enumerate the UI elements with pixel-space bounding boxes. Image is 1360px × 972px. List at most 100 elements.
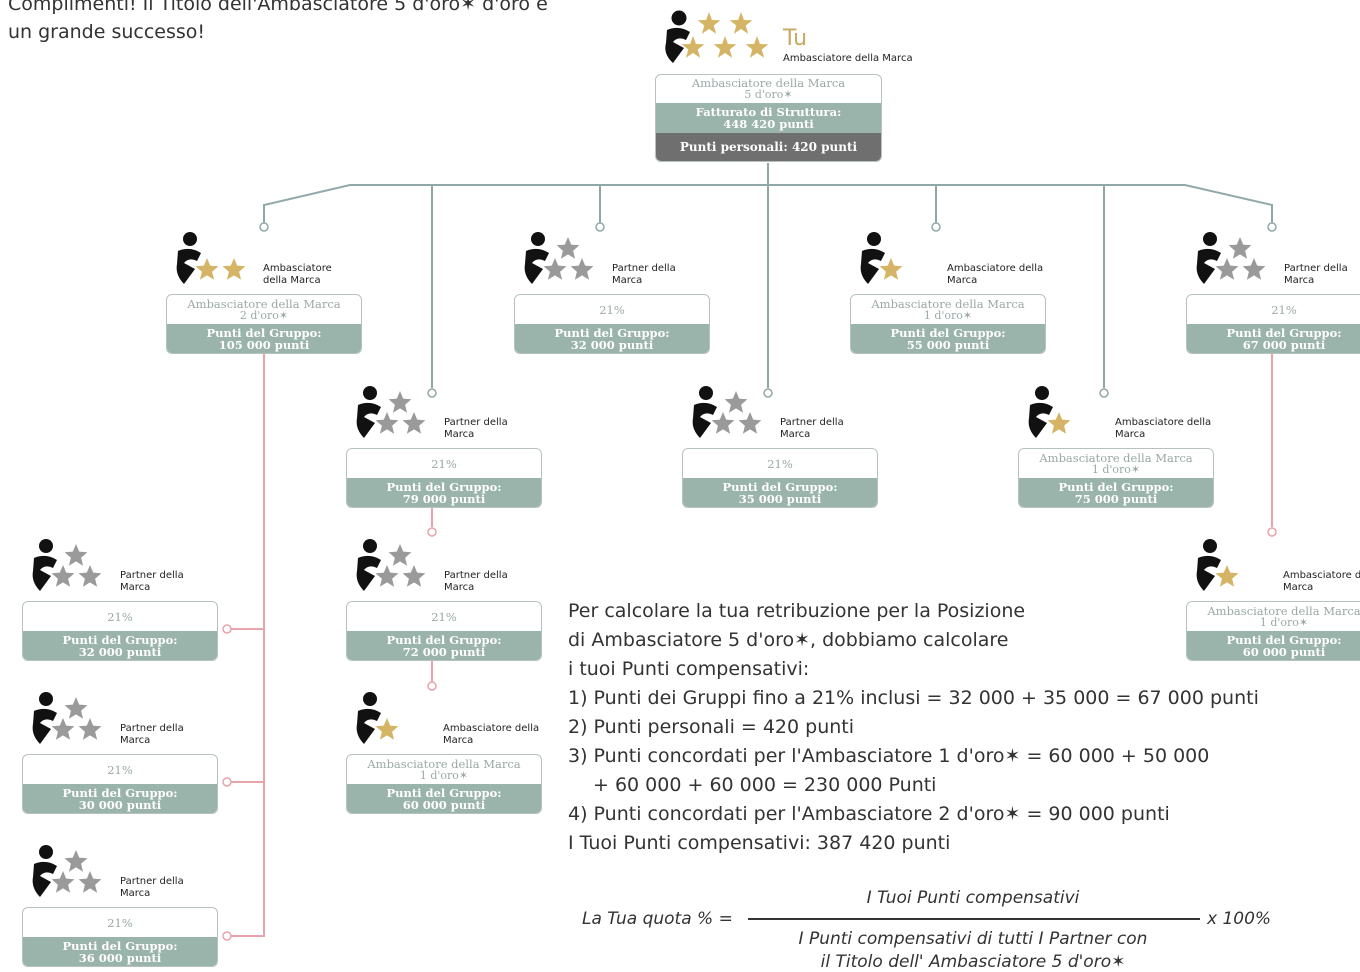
member-card: 21%Punti del Gruppo:30 000 punti [22,754,218,814]
top-role: Ambasciatore della Marca [783,53,913,64]
member-title: 21% [107,915,133,930]
person-stars-icon [32,845,102,897]
top-card: Ambasciatore della Marca 5 d'oro✶ Fattur… [655,74,882,162]
member-rank: 1 d'oro✶ [419,768,469,782]
member-role: Partner della Marca [444,570,508,593]
calc-line: 4) Punti concordati per l'Ambasciatore 2… [568,803,1170,825]
member-title: Ambasciatore della Marca [1207,603,1360,618]
member-role: Ambasciatore della Marca [443,723,540,746]
group-points-value: 60 000 punti [1242,644,1326,659]
group-points-label: Punti del Gruppo: [1058,479,1174,494]
group-points-label: Punti del Gruppo: [386,479,502,494]
person-stars-icon [32,692,102,744]
member-rank: 1 d'oro✶ [1091,462,1141,476]
person-stars-icon [176,232,246,284]
person-stars-icon [1196,539,1239,591]
turnover-value: 448 420 punti [723,117,814,131]
intro-text: Complimenti! Il Titolo dell'Ambasciatore… [8,0,548,43]
member-title: 21% [431,456,457,471]
formula-denominator-1: I Punti compensativi di tutti I Partner … [798,929,1148,949]
top-name: Tu [783,26,808,51]
member-role: Partner della Marca [780,417,844,440]
calculation-text: Per calcolare la tua retribuzione per la… [568,597,1348,858]
member-title: Ambasciatore della Marca [187,296,341,311]
member-role: Ambasciatore della Marca [1283,570,1360,593]
group-points-value: 32 000 punti [78,644,162,659]
group-points-value: 36 000 punti [78,950,162,965]
member-card: 21% Punti del Gruppo:32 000 punti [22,601,218,661]
group-points-label: Punti del Gruppo: [1226,632,1342,647]
group-points-label: Punti del Gruppo: [206,325,322,340]
person-stars-icon [32,539,102,591]
member-rank: 1 d'oro✶ [923,308,973,322]
member-title: Ambasciatore della Marca [1039,450,1193,465]
person-stars-icon [1196,232,1266,284]
group-points-value: 55 000 punti [906,337,990,352]
member-role: Partner della Marca [120,876,184,899]
formula-multiplier: x 100% [1207,909,1272,929]
quota-formula: La Tua quota % = I Tuoi Punti compensati… [580,882,1280,972]
group-points-label: Punti del Gruppo: [554,325,670,340]
group-points-value: 32 000 punti [570,337,654,352]
calc-line: i tuoi Punti compensativi: [568,658,810,680]
member-role: Ambasciatore della Marca [947,263,1044,286]
member-role: Partner della Marca [612,263,676,286]
member-role: Ambasciatore della Marca [263,263,332,286]
person-stars-icon [356,539,426,591]
top-card-rank: 5 d'oro✶ [744,88,793,101]
person-stars-icon [356,386,426,438]
member-title: 21% [767,456,793,471]
group-points-label: Punti del Gruppo: [62,785,178,800]
calc-line: + 60 000 + 60 000 = 230 000 Punti [593,774,937,796]
group-points-label: Punti del Gruppo: [386,632,502,647]
group-points-value: 67 000 punti [1242,337,1326,352]
member-role: Ambasciatore della Marca [1115,417,1212,440]
group-points-label: Punti del Gruppo: [1226,325,1342,340]
group-points-label: Punti del Gruppo: [386,785,502,800]
group-points-value: 75 000 punti [1074,491,1158,506]
member-card: 21% Punti del Gruppo:32 000 punti [514,294,710,354]
calc-line: 2) Punti personali = 420 punti [568,716,855,738]
fraction-bar [748,918,1200,920]
person-stars-icon [860,232,903,284]
member-title: Ambasciatore della Marca [367,756,521,771]
calc-line: 3) Punti concordati per l'Ambasciatore 1… [568,745,1210,767]
member-role: Partner della Marca [444,417,508,440]
member-card: 21% Punti del Gruppo:79 000 punti [346,448,542,508]
member-title: 21% [1271,302,1297,317]
formula-lhs: La Tua quota % = [582,909,733,929]
group-points-label: Punti del Gruppo: [62,938,178,953]
member-card: 21% Punti del Gruppo:67 000 punti [1186,294,1360,354]
top-card-title: Ambasciatore della Marca [691,76,846,90]
member-rank: 2 d'oro✶ [239,308,289,322]
member-title: Ambasciatore della Marca [871,296,1025,311]
personal-points: Punti personali: 420 punti [679,140,858,154]
member-title: 21% [431,609,457,624]
calc-line: 1) Punti dei Gruppi fino a 21% inclusi =… [568,687,1259,709]
group-points-value: 105 000 punti [218,337,310,352]
group-points-value: 60 000 punti [402,797,486,812]
calc-line: di Ambasciatore 5 d'oro✶, dobbiamo calco… [568,629,1009,651]
member-role: Partner della Marca [120,570,184,593]
group-points-value: 79 000 punti [402,491,486,506]
formula-denominator-2: il Titolo dell' Ambasciatore 5 d'oro✶ [820,952,1126,972]
member-role: Partner della Marca [120,723,184,746]
group-points-label: Punti del Gruppo: [890,325,1006,340]
calc-line: I Tuoi Punti compensativi: 387 420 punti [568,832,951,854]
member-card: 21% Punti del Gruppo:72 000 punti [346,601,542,661]
person-stars-icon [692,386,762,438]
person-five-stars-icon [665,10,769,64]
member-title: 21% [107,609,133,624]
person-stars-icon [1028,386,1071,438]
group-points-label: Punti del Gruppo: [62,632,178,647]
calc-line: Per calcolare la tua retribuzione per la… [568,600,1026,622]
member-title: 21% [599,302,625,317]
group-points-value: 72 000 punti [402,644,486,659]
member-title: 21% [107,762,133,777]
member-card: 21%Punti del Gruppo:35 000 punti [682,448,878,508]
